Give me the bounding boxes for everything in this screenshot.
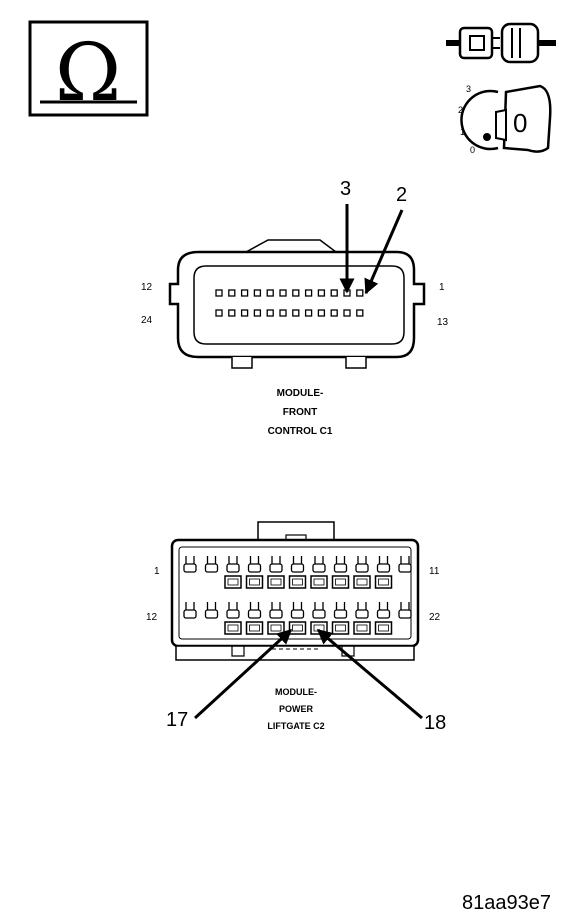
c1-pin-label-24: 24 — [141, 315, 153, 326]
c1-pin — [266, 289, 274, 297]
connector-c1-caption: MODULE- FRONT CONTROL C1 — [230, 384, 370, 441]
c1-caption-line-3: CONTROL C1 — [267, 426, 333, 437]
c2-cavity — [331, 602, 350, 635]
c2-cavity — [310, 556, 328, 589]
c1-pin — [356, 289, 364, 297]
connector-c1-pin-grid — [215, 289, 364, 317]
c1-pin — [253, 289, 262, 297]
c1-pin — [228, 309, 236, 317]
c1-pin — [330, 309, 338, 317]
c2-cavity — [398, 602, 412, 619]
c1-pin — [215, 309, 223, 317]
ignition-key-position: 0 — [513, 108, 528, 138]
callout-pin-18: 18 — [424, 712, 447, 734]
c1-pin — [330, 289, 338, 297]
ignition-off-icon — [460, 84, 552, 153]
connector-c2-cavity-grid — [183, 556, 412, 635]
c2-pin-label-22: 22 — [429, 612, 441, 623]
c1-pin — [215, 289, 223, 297]
c1-pin — [279, 309, 287, 317]
c1-caption-line-1: MODULE- — [276, 388, 324, 399]
c2-cavity — [204, 602, 219, 619]
c1-pin — [356, 309, 364, 317]
c2-cavity — [183, 556, 197, 573]
connector-disconnect-icon — [446, 22, 556, 64]
c2-cavity — [245, 556, 264, 589]
c2-pin-label-11: 11 — [429, 566, 440, 577]
callout-pin-3: 3 — [340, 178, 352, 200]
c1-pin — [343, 309, 351, 317]
c1-pin — [228, 289, 236, 297]
connector-c1-housing — [168, 239, 426, 369]
c2-cavity — [374, 556, 393, 589]
c1-pin-label-13: 13 — [437, 317, 449, 328]
c2-cavity — [183, 602, 197, 619]
c2-caption-line-2: POWER — [278, 704, 313, 714]
c2-cavity — [353, 602, 371, 635]
callout-arrow-pin-2 — [364, 209, 404, 295]
c1-pin — [279, 289, 287, 297]
c2-cavity — [267, 602, 285, 635]
c1-pin — [240, 289, 249, 297]
callout-arrow-pin-17 — [193, 628, 293, 720]
ignition-position-1: 1 — [460, 127, 466, 137]
c2-cavity — [374, 602, 393, 635]
svg-text:Ω: Ω — [55, 26, 121, 119]
c1-pin — [253, 309, 262, 317]
c2-caption-line-3: LIFTGATE C2 — [267, 721, 325, 731]
c2-cavity — [353, 556, 371, 589]
c2-cavity — [204, 556, 219, 573]
connector-c2-caption: MODULE- POWER LIFTGATE C2 — [226, 684, 366, 735]
c1-pin — [317, 289, 326, 297]
callout-arrow-pin-18 — [316, 628, 423, 720]
figure-id: 81aa93e7 — [462, 892, 551, 914]
callout-pin-2: 2 — [396, 184, 408, 206]
c2-cavity — [331, 556, 350, 589]
c2-cavity — [288, 602, 307, 635]
callout-pin-17: 17 — [166, 709, 189, 731]
c2-cavity — [224, 602, 242, 635]
c2-pin-label-1: 1 — [154, 566, 160, 577]
c1-pin — [292, 289, 300, 297]
connector-c2-housing — [170, 521, 420, 661]
c1-pin — [240, 309, 249, 317]
c2-cavity — [267, 556, 285, 589]
c2-cavity — [245, 602, 264, 635]
c2-cavity — [288, 556, 307, 589]
c2-cavity — [224, 556, 242, 589]
c1-pin — [304, 289, 313, 297]
c1-pin-label-1: 1 — [439, 282, 445, 293]
c1-pin-label-12: 12 — [141, 282, 153, 293]
c1-pin — [317, 309, 326, 317]
c1-caption-line-2: FRONT — [282, 407, 318, 418]
ohmmeter-icon: Ω — [28, 20, 149, 119]
ignition-position-0: 0 — [470, 145, 476, 155]
ignition-position-3: 3 — [466, 84, 472, 94]
c2-pin-label-12: 12 — [146, 612, 158, 623]
c1-pin — [304, 309, 313, 317]
c1-pin — [266, 309, 274, 317]
ignition-position-2: 2 — [458, 105, 464, 115]
c2-caption-line-1: MODULE- — [275, 687, 317, 697]
c1-pin — [292, 309, 300, 317]
c2-cavity — [398, 556, 412, 573]
